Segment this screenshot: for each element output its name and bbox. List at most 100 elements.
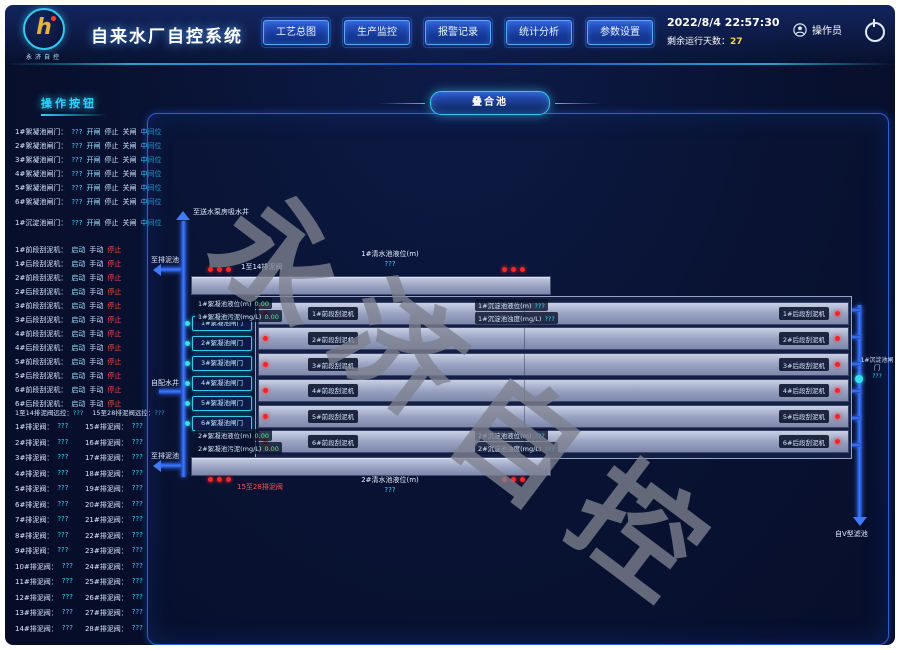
floc-gate-box[interactable]: 4#絮凝池闸门 [185,376,252,391]
stop-button[interactable]: 停止 [107,386,122,394]
mud-valve-row[interactable]: 27#排泥阀： ??? [85,608,143,618]
stop-button[interactable]: 停止 [107,260,122,268]
stop-gate-button[interactable]: 停止 [104,198,119,206]
stop-gate-button[interactable]: 停止 [104,142,119,150]
mud-valve-row[interactable]: 11#排泥阀： ??? [15,577,73,587]
mud-valve-row[interactable]: 1#排泥阀： ??? [15,422,73,432]
stop-button[interactable]: 停止 [107,372,122,380]
close-gate-button[interactable]: 关闸 [122,184,137,192]
start-button[interactable]: 启动 [71,288,86,296]
start-button[interactable]: 启动 [71,260,86,268]
start-button[interactable]: 启动 [71,302,86,310]
start-button[interactable]: 启动 [71,316,86,324]
open-gate-button[interactable]: 开闸 [86,142,101,150]
mud-valve-row[interactable]: 20#排泥阀： ??? [85,500,143,510]
manual-button[interactable]: 手动 [89,288,104,296]
stop-button[interactable]: 停止 [107,330,122,338]
start-button[interactable]: 启动 [71,372,86,380]
open-gate-button[interactable]: 开闸 [86,198,101,206]
start-button[interactable]: 启动 [71,330,86,338]
manual-button[interactable]: 手动 [89,274,104,282]
start-button[interactable]: 启动 [71,246,86,254]
mud-valve-row[interactable]: 28#排泥阀： ??? [85,624,143,634]
mud-valve-row[interactable]: 26#排泥阀： ??? [85,593,143,603]
middle-position-button[interactable]: 中间位 [140,184,162,192]
mud-valve-row[interactable]: 8#排泥阀： ??? [15,531,73,541]
manual-button[interactable]: 手动 [89,302,104,310]
mud-valve-row[interactable]: 2#排泥阀： ??? [15,438,73,448]
middle-position-button[interactable]: 中间位 [140,198,162,206]
manual-button[interactable]: 手动 [89,372,104,380]
mud-valve-row[interactable]: 10#排泥阀： ??? [15,562,73,572]
open-gate-button[interactable]: 开闸 [86,156,101,164]
mud-valve-row[interactable]: 6#排泥阀： ??? [15,500,73,510]
mud-valve-row[interactable]: 3#排泥阀： ??? [15,453,73,463]
stop-button[interactable]: 停止 [107,358,122,366]
mud-valve-row[interactable]: 17#排泥阀： ??? [85,453,143,463]
manual-button[interactable]: 手动 [89,358,104,366]
start-button[interactable]: 启动 [71,358,86,366]
stop-button[interactable]: 停止 [107,274,122,282]
middle-position-button[interactable]: 中间位 [140,156,162,164]
nav-button[interactable]: 报警记录 [423,17,493,48]
open-gate-button[interactable]: 开闸 [86,219,101,227]
nav-button[interactable]: 统计分析 [504,17,574,48]
mud-valve-row[interactable]: 13#排泥阀： ??? [15,608,73,618]
middle-position-button[interactable]: 中间位 [140,128,162,136]
stop-button[interactable]: 停止 [107,344,122,352]
stop-button[interactable]: 停止 [107,288,122,296]
mud-valve-row[interactable]: 16#排泥阀： ??? [85,438,143,448]
mud-valve-row[interactable]: 23#排泥阀： ??? [85,546,143,556]
mud-valve-row[interactable]: 5#排泥阀： ??? [15,484,73,494]
nav-button[interactable]: 工艺总图 [261,17,331,48]
middle-position-button[interactable]: 中间位 [140,142,162,150]
close-gate-button[interactable]: 关闸 [122,170,137,178]
mud-valve-row[interactable]: 18#排泥阀： ??? [85,469,143,479]
close-gate-button[interactable]: 关闸 [122,219,137,227]
middle-position-button[interactable]: 中间位 [140,219,162,227]
start-button[interactable]: 启动 [71,386,86,394]
manual-button[interactable]: 手动 [89,344,104,352]
manual-button[interactable]: 手动 [89,246,104,254]
open-gate-button[interactable]: 开闸 [86,184,101,192]
middle-position-button[interactable]: 中间位 [140,170,162,178]
stop-button[interactable]: 停止 [107,400,122,408]
close-gate-button[interactable]: 关闸 [122,156,137,164]
manual-button[interactable]: 手动 [89,400,104,408]
start-button[interactable]: 启动 [71,274,86,282]
mud-valve-row[interactable]: 14#排泥阀： ??? [15,624,73,634]
close-gate-button[interactable]: 关闸 [122,198,137,206]
sediment-gate-indicator[interactable] [855,375,863,383]
stop-button[interactable]: 停止 [107,316,122,324]
manual-button[interactable]: 手动 [89,316,104,324]
manual-button[interactable]: 手动 [89,260,104,268]
stop-gate-button[interactable]: 停止 [104,170,119,178]
open-gate-button[interactable]: 开闸 [86,170,101,178]
tab-stacked-pool[interactable]: 叠合池 [379,91,601,115]
stop-button[interactable]: 停止 [107,246,122,254]
mud-valve-row[interactable]: 15#排泥阀： ??? [85,422,143,432]
operator-menu[interactable]: 操作员 [793,22,842,37]
stop-gate-button[interactable]: 停止 [104,184,119,192]
stop-gate-button[interactable]: 停止 [104,219,119,227]
mud-valve-row[interactable]: 7#排泥阀： ??? [15,515,73,525]
stop-gate-button[interactable]: 停止 [104,128,119,136]
floc-gate-box[interactable]: 5#絮凝池闸门 [185,396,252,411]
start-button[interactable]: 启动 [71,344,86,352]
stop-gate-button[interactable]: 停止 [104,156,119,164]
power-icon[interactable] [865,19,885,42]
floc-gate-box[interactable]: 2#絮凝池闸门 [185,336,252,351]
mud-valve-row[interactable]: 12#排泥阀： ??? [15,593,73,603]
manual-button[interactable]: 手动 [89,330,104,338]
mud-valve-row[interactable]: 24#排泥阀： ??? [85,562,143,572]
manual-button[interactable]: 手动 [89,386,104,394]
floc-gate-box[interactable]: 3#絮凝池闸门 [185,356,252,371]
mud-valve-row[interactable]: 21#排泥阀： ??? [85,515,143,525]
nav-button[interactable]: 生产监控 [342,17,412,48]
mud-valve-row[interactable]: 22#排泥阀： ??? [85,531,143,541]
mud-valve-row[interactable]: 4#排泥阀： ??? [15,469,73,479]
mud-valve-row[interactable]: 19#排泥阀： ??? [85,484,143,494]
mud-valve-row[interactable]: 25#排泥阀： ??? [85,577,143,587]
start-button[interactable]: 启动 [71,400,86,408]
mud-valve-row[interactable]: 9#排泥阀： ??? [15,546,73,556]
